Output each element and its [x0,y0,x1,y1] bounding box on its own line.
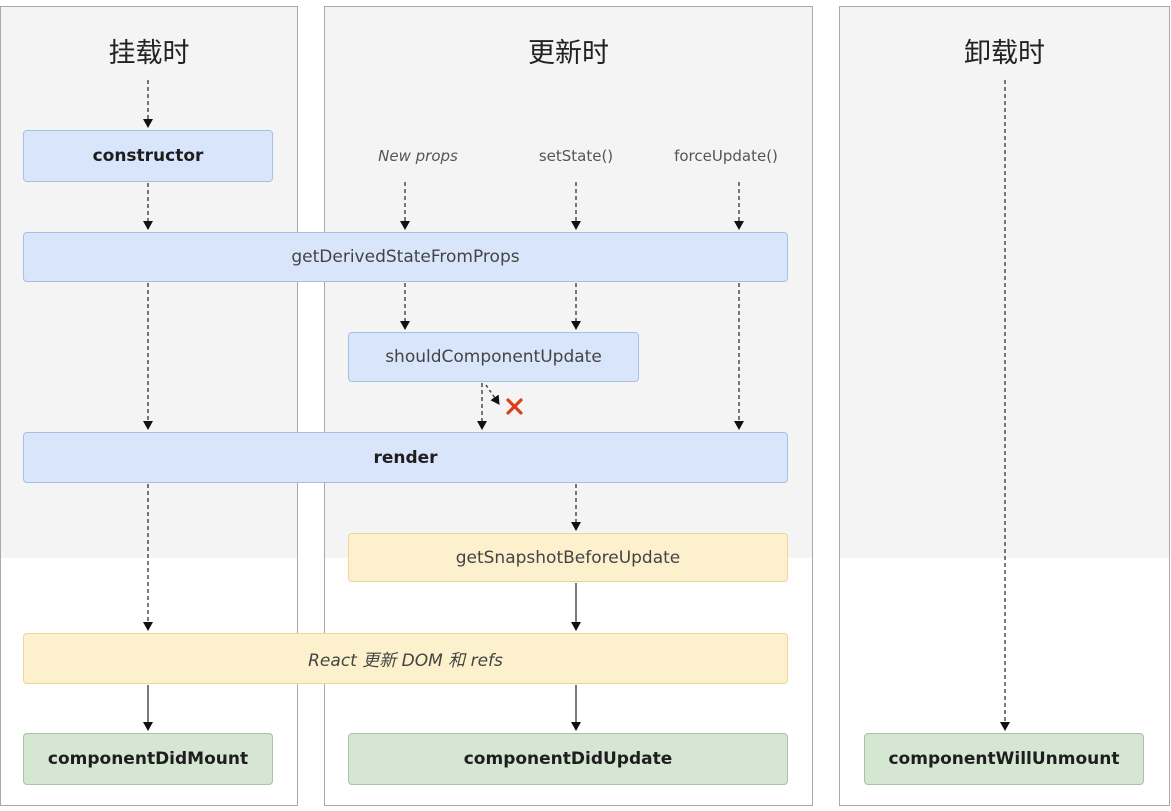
component-did-mount-box: componentDidMount [23,733,273,785]
constructor-box: constructor [23,130,273,182]
react-updates-dom-box: React 更新 DOM 和 refs [23,633,788,684]
component-did-update-box: componentDidUpdate [348,733,788,785]
get-snapshot-before-update-box: getSnapshotBeforeUpdate [348,533,788,582]
mounting-column-title: 挂载时 [108,38,190,69]
trigger-new-props: New props [378,147,458,165]
cancel-x-icon [506,398,523,415]
should-component-update-box: shouldComponentUpdate [348,332,639,382]
trigger-force-update: forceUpdate() [674,147,778,165]
trigger-set-state: setState() [538,147,614,165]
render-box: render [23,432,788,483]
component-will-unmount-box: componentWillUnmount [864,733,1144,785]
get-derived-state-from-props-box: getDerivedStateFromProps [23,232,788,282]
arrow-scu-to-cancel [485,384,500,405]
unmounting-column-title: 卸载时 [964,38,1045,69]
updating-column-title: 更新时 [528,38,609,69]
